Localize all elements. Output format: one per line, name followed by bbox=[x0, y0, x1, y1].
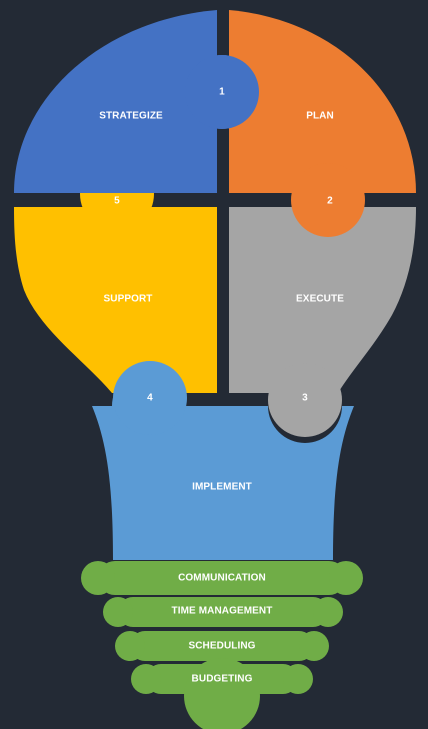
label-strategize: STRATEGIZE bbox=[99, 110, 163, 122]
base-item-budgeting: BUDGETING bbox=[191, 673, 253, 685]
base-item-time-management: TIME MANAGEMENT bbox=[171, 605, 273, 617]
number-implement: 4 bbox=[147, 392, 153, 404]
plan-segment bbox=[229, 10, 416, 193]
execute-segment bbox=[229, 207, 416, 393]
base-item-scheduling: SCHEDULING bbox=[188, 640, 256, 652]
base-item-communication: COMMUNICATION bbox=[178, 572, 266, 584]
execute-knob bbox=[268, 363, 342, 437]
plan-knob bbox=[291, 163, 365, 237]
label-execute: EXECUTE bbox=[296, 293, 344, 305]
number-execute: 3 bbox=[302, 392, 308, 404]
support-segment bbox=[14, 207, 217, 393]
base-segment bbox=[81, 561, 363, 729]
number-support: 5 bbox=[114, 195, 120, 207]
number-plan: 2 bbox=[327, 195, 333, 207]
number-strategize: 1 bbox=[219, 86, 225, 98]
strategize-knob-cover bbox=[185, 55, 259, 129]
label-support: SUPPORT bbox=[103, 293, 153, 305]
strategize-segment bbox=[14, 10, 217, 193]
support-tab bbox=[113, 361, 187, 435]
label-plan: PLAN bbox=[306, 110, 334, 122]
label-implement: IMPLEMENT bbox=[192, 481, 252, 493]
